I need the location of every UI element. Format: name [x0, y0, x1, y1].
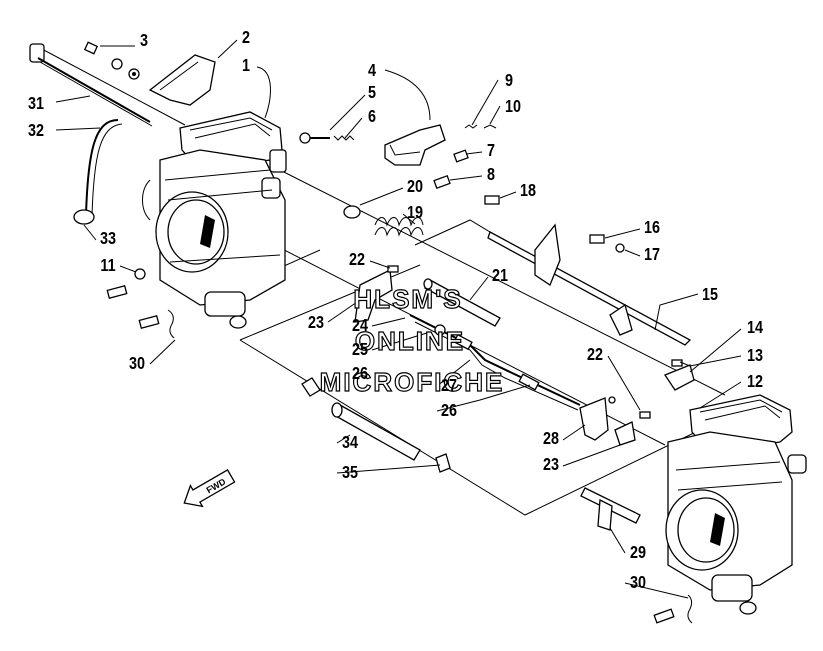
- callout-c27: 27: [441, 376, 457, 396]
- callout-c13: 13: [747, 346, 763, 366]
- callout-c28: 28: [543, 429, 559, 449]
- callout-c4: 4: [368, 61, 376, 81]
- callout-c7: 7: [487, 141, 495, 161]
- return-spring: [343, 195, 500, 237]
- bracket-23-left: [354, 265, 399, 323]
- watermark-line-2: ONLINE: [355, 326, 465, 356]
- callout-c21: 21: [492, 266, 508, 286]
- callout-c30a: 30: [129, 354, 145, 374]
- callout-c1: 1: [242, 56, 250, 76]
- bracket-13: [664, 359, 695, 391]
- callout-c2: 2: [242, 28, 250, 48]
- callout-c14: 14: [747, 318, 763, 338]
- callout-c15: 15: [702, 285, 718, 305]
- callout-c32: 32: [28, 121, 44, 141]
- left-carburetor: [142, 111, 287, 329]
- sleeve-21: [423, 278, 501, 327]
- callout-c3: 3: [140, 31, 148, 51]
- throttle-shaft: [487, 223, 692, 346]
- watermark-line-1: HLSM'S: [353, 284, 462, 314]
- callout-c26b: 26: [441, 401, 457, 421]
- callout-c34: 34: [342, 433, 358, 453]
- left-screws: [106, 268, 175, 339]
- hose-34: [301, 377, 451, 473]
- forward-direction-arrow: FWD: [183, 469, 236, 508]
- callout-c24: 24: [352, 316, 368, 336]
- fitting-29: [580, 487, 641, 531]
- callout-c25: 25: [352, 340, 368, 360]
- callout-c23b: 23: [543, 455, 559, 475]
- watermark: HLSM'S ONLINE MICROFICHE: [319, 283, 505, 397]
- throttle-cable: [409, 314, 581, 411]
- callout-c19: 19: [407, 203, 423, 223]
- callout-c12: 12: [747, 372, 763, 392]
- callout-c17: 17: [644, 245, 660, 265]
- callout-c8: 8: [487, 165, 495, 185]
- throttle-bracket: [299, 124, 497, 189]
- callout-c20: 20: [407, 177, 423, 197]
- callout-c22a: 22: [349, 250, 365, 270]
- callout-c30b: 30: [630, 573, 646, 593]
- callout-c31: 31: [28, 94, 44, 114]
- callout-c10: 10: [505, 97, 521, 117]
- callout-c26a: 26: [352, 364, 368, 384]
- vent-hose: [73, 119, 123, 225]
- bracket-28: [579, 396, 651, 446]
- callout-c35: 35: [342, 463, 358, 483]
- watermark-line-3: MICROFICHE: [320, 367, 505, 397]
- right-carburetor: [665, 394, 807, 615]
- callout-c23a: 23: [308, 313, 324, 333]
- long-bolt: [29, 43, 153, 127]
- callout-c18: 18: [520, 181, 536, 201]
- callout-c5: 5: [368, 83, 376, 103]
- cover-plate: [83, 41, 216, 106]
- leader-lines: [55, 39, 742, 599]
- callout-c11: 11: [100, 256, 115, 276]
- callout-c33: 33: [100, 229, 116, 249]
- callout-c29: 29: [630, 543, 646, 563]
- callout-c6: 6: [368, 107, 376, 127]
- right-screws: [653, 594, 693, 624]
- callout-c22b: 22: [587, 345, 603, 365]
- callout-c9: 9: [505, 71, 513, 91]
- callout-c16: 16: [644, 218, 660, 238]
